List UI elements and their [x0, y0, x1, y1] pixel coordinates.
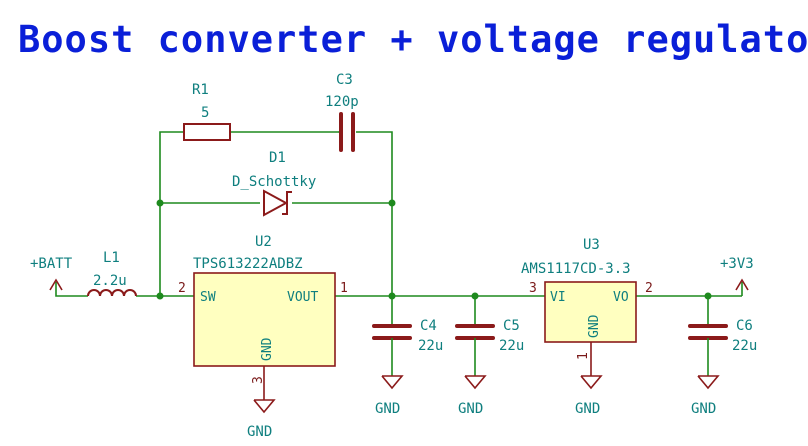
u2-pin-gnd-name: GND: [260, 337, 275, 361]
gnd-c4-label: GND: [375, 401, 400, 417]
u2-pin-vout-name: VOUT: [287, 290, 318, 305]
u2-ref: U2: [255, 234, 272, 250]
capacitor-c4[interactable]: C4 22u GND: [372, 318, 443, 417]
inductor-l1[interactable]: L1 2.2u: [87, 250, 137, 297]
junctions: [156, 199, 712, 300]
u3-pin-vi-number: 3: [529, 281, 537, 296]
junction-dot: [704, 292, 712, 300]
power-arrow-icon: [49, 278, 63, 291]
c5-ref: C5: [503, 318, 520, 334]
power-arrow-icon: [735, 278, 749, 291]
l1-value: 2.2u: [93, 273, 127, 289]
ic-u3[interactable]: U3 AMS1117CD-3.3 3 VI 2 VO GND 1 GND: [521, 237, 653, 417]
u3-pin-gnd-number: 1: [576, 352, 591, 360]
u3-ref: U3: [583, 237, 600, 253]
schematic-title: Boost converter + voltage regulator: [18, 18, 808, 61]
wire-batt: [55, 282, 88, 297]
d1-ref: D1: [269, 150, 286, 166]
gnd-c5-label: GND: [458, 401, 483, 417]
ground-icon: [464, 375, 487, 390]
c4-ref: C4: [420, 318, 437, 334]
resistor-body: [183, 123, 231, 141]
diode-d1[interactable]: D1 D_Schottky: [232, 150, 316, 217]
capacitor-c6[interactable]: C6 22u GND: [688, 318, 757, 417]
ic-u2[interactable]: U2 TPS613222ADBZ 2 SW 1 VOUT GND 3 GND: [178, 234, 348, 440]
l1-ref: L1: [103, 250, 120, 266]
junction-dot: [156, 292, 164, 300]
c3-ref: C3: [336, 72, 353, 88]
ground-icon: [381, 375, 404, 390]
ic-body: [193, 272, 336, 367]
capacitor-c5[interactable]: C5 22u GND: [455, 318, 524, 417]
c6-value: 22u: [732, 338, 757, 354]
wire-left-vertical: [159, 131, 184, 296]
ground-icon: [580, 375, 603, 390]
r1-ref: R1: [192, 82, 209, 98]
u3-value: AMS1117CD-3.3: [521, 261, 631, 277]
u2-pin-gnd-number: 3: [251, 376, 266, 384]
c6-ref: C6: [736, 318, 753, 334]
gnd-u2-label: GND: [247, 424, 272, 440]
diode-schottky-bar: [282, 191, 292, 215]
capacitor-c3[interactable]: C3 120p: [325, 72, 359, 152]
batt-label: +BATT: [30, 256, 73, 272]
junction-dot: [471, 292, 479, 300]
diode-triangle: [263, 189, 289, 217]
junction-dot: [388, 292, 396, 300]
r1-value: 5: [201, 105, 209, 121]
c5-value: 22u: [499, 338, 524, 354]
u2-pin-vout-number: 1: [340, 281, 348, 296]
u2-pin-sw-number: 2: [178, 281, 186, 296]
u3-pin-vo-name: VO: [613, 290, 629, 305]
gnd-u3-label: GND: [575, 401, 600, 417]
wire-right-vertical: [356, 131, 393, 296]
u2-pin-sw-name: SW: [200, 290, 216, 305]
wires: [55, 131, 743, 324]
u3-pin-gnd-name: GND: [587, 314, 602, 338]
power-3v3[interactable]: +3V3: [720, 256, 754, 291]
junction-dot: [388, 199, 396, 207]
d1-value: D_Schottky: [232, 174, 316, 190]
u3-pin-vo-number: 2: [645, 281, 653, 296]
out-label: +3V3: [720, 256, 754, 272]
c4-value: 22u: [418, 338, 443, 354]
junction-dot: [156, 199, 164, 207]
resistor-r1[interactable]: R1 5: [183, 82, 231, 141]
ground-icon: [253, 399, 276, 414]
inductor-coil: [87, 289, 137, 297]
c3-value: 120p: [325, 94, 359, 110]
power-batt[interactable]: +BATT: [30, 256, 73, 291]
u3-pin-vi-name: VI: [550, 290, 566, 305]
gnd-c6-label: GND: [691, 401, 716, 417]
ground-icon: [697, 375, 720, 390]
u2-value: TPS613222ADBZ: [193, 256, 303, 272]
